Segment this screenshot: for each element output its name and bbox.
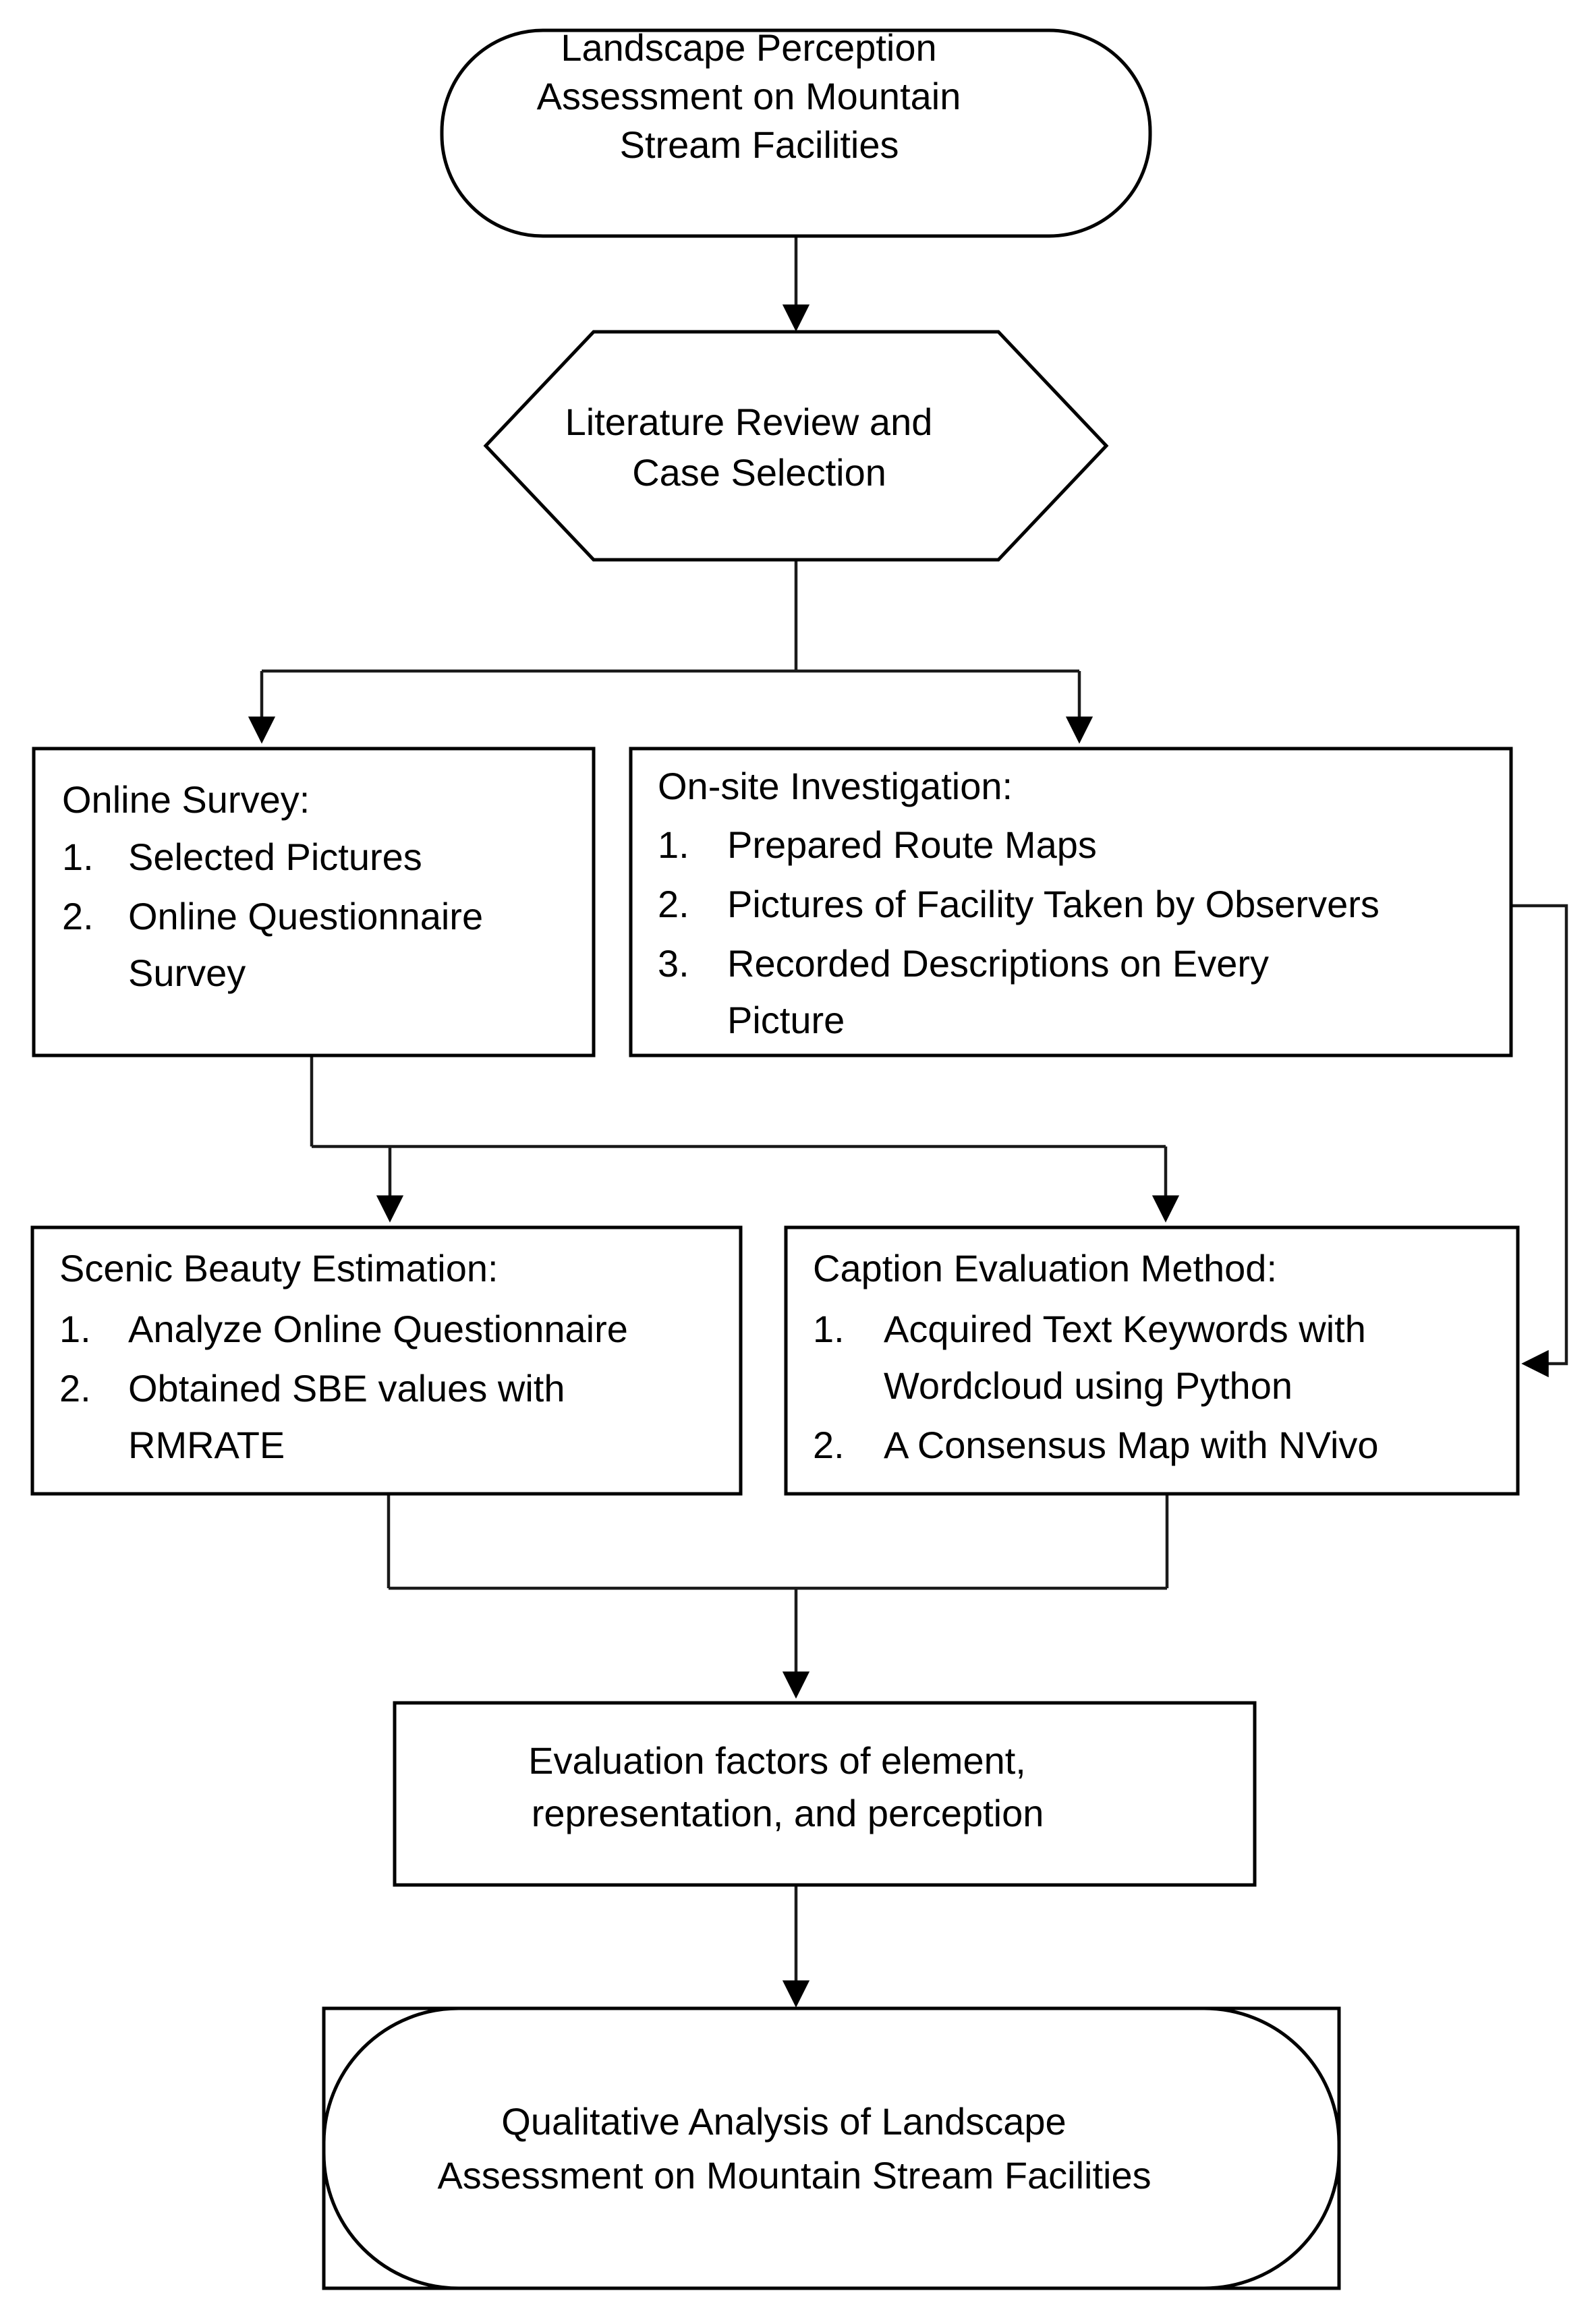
onsite-item-2-text: Pictures of Facility Taken by Observers — [727, 883, 1380, 925]
online-survey-item-1-text: Selected Pictures — [128, 836, 422, 878]
start-node-text: Landscape Perception Assessment on Mount… — [537, 26, 1056, 166]
factors-node-shape — [393, 1701, 1257, 1887]
start-node-shape — [440, 28, 1152, 238]
node-online-survey[interactable]: Online Survey: 1. Selected Pictures 2. O… — [32, 747, 596, 1057]
sbe-heading: Scenic Beauty Estimation: — [59, 1247, 499, 1289]
caption-item-1-number: 1. — [813, 1308, 845, 1350]
node-start[interactable]: Landscape Perception Assessment on Mount… — [440, 26, 1152, 238]
sbe-node-shape — [30, 1225, 743, 1496]
literature-node-text: Literature Review and Case Selection — [565, 401, 1027, 494]
onsite-item-2-number: 2. — [658, 883, 689, 925]
sbe-item-2-text: Obtained SBE values with RMRATE — [128, 1367, 660, 1466]
caption-item-2-number: 2. — [813, 1424, 845, 1466]
online-survey-item-2-number: 2. — [62, 895, 94, 937]
node-literature-review[interactable]: Literature Review and Case Selection — [483, 330, 1109, 562]
online-survey-node-shape — [32, 747, 596, 1057]
end-node-text: Qualitative Analysis of Landscape Assess… — [437, 2100, 1224, 2197]
node-end[interactable]: Qualitative Analysis of Landscape Assess… — [322, 2006, 1341, 2290]
caption-node-shape — [784, 1225, 1520, 1496]
literature-node-shape — [483, 330, 1109, 562]
online-survey-item-2-text: Online Questionnaire Survey — [128, 895, 577, 994]
node-caption-evaluation-method[interactable]: Caption Evaluation Method: 1. Acquired T… — [784, 1225, 1520, 1496]
sbe-item-1-number: 1. — [59, 1308, 91, 1350]
caption-item-2-text: A Consensus Map with NVivo — [884, 1424, 1379, 1466]
sbe-item-2-number: 2. — [59, 1367, 91, 1410]
connectors-layer — [248, 236, 1568, 2008]
online-survey-heading: Online Survey: — [62, 778, 310, 821]
onsite-node-shape — [629, 747, 1513, 1057]
edge-onsite-to-caption-loop — [1510, 904, 1568, 1378]
caption-item-1-text: Acquired Text Keywords with Wordcloud us… — [884, 1308, 1460, 1407]
caption-heading: Caption Evaluation Method: — [813, 1247, 1277, 1289]
onsite-item-3-text: Recorded Descriptions on Every Picture — [727, 942, 1363, 1041]
onsite-heading: On-site Investigation: — [658, 765, 1013, 807]
onsite-item-1-text: Prepared Route Maps — [727, 823, 1097, 866]
node-evaluation-factors[interactable]: Evaluation factors of element, represent… — [393, 1701, 1257, 1887]
onsite-item-3-number: 3. — [658, 942, 689, 985]
sbe-item-1-text: Analyze Online Questionnaire — [128, 1308, 628, 1350]
online-survey-item-1-number: 1. — [62, 836, 94, 878]
end-node-rounded-overlay — [322, 2006, 1341, 2290]
onsite-item-1-number: 1. — [658, 823, 689, 866]
node-onsite-investigation[interactable]: On-site Investigation: 1. Prepared Route… — [629, 747, 1513, 1057]
node-scenic-beauty-estimation[interactable]: Scenic Beauty Estimation: 1. Analyze Onl… — [30, 1225, 743, 1496]
factors-node-text: Evaluation factors of element, represent… — [528, 1739, 1120, 1834]
